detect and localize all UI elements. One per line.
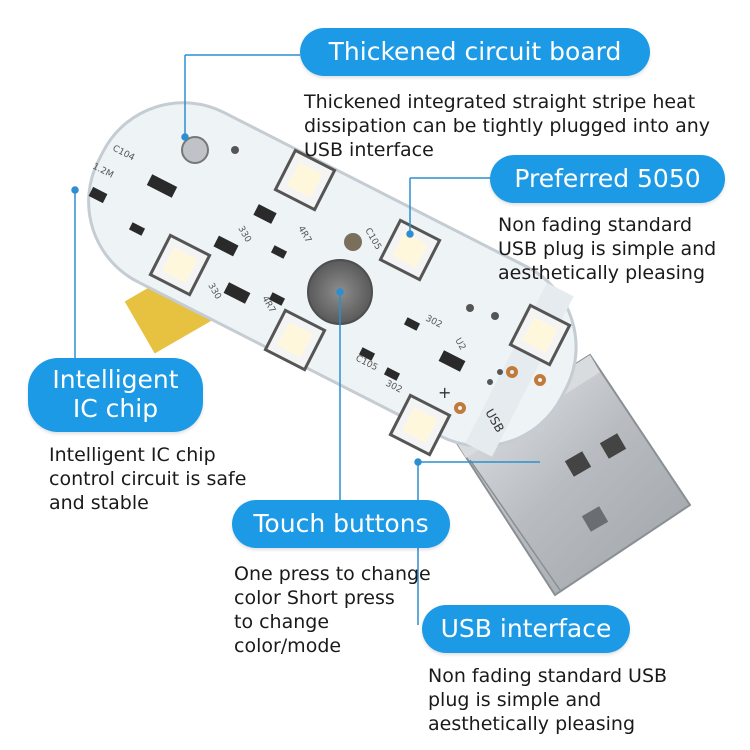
- microphone-icon: [181, 136, 209, 164]
- copper-pads: [454, 366, 546, 414]
- leader-lines: [71, 54, 540, 625]
- callout-usb-interface-title: USB interface: [422, 605, 630, 653]
- callout-touch-buttons-description: One press to change color Short press to…: [234, 563, 431, 657]
- callout-touch-buttons-title: Touch buttons: [232, 500, 450, 548]
- callout-usb-interface-description: Non fading standard USB plug is simple a…: [428, 665, 668, 735]
- callout-preferred-5050-title: Preferred 5050: [490, 155, 725, 203]
- callout-ic-chip-description: Intelligent IC chip control circuit is s…: [49, 444, 247, 514]
- callout-thickened-board-description: Thickened integrated straight stripe hea…: [304, 91, 711, 161]
- callout-ic-chip-title: Intelligent IC chip: [28, 358, 203, 432]
- led-5050-chips: [148, 148, 572, 457]
- capacitor-pad: [344, 233, 362, 251]
- callout-preferred-5050-description: Non fading standard USB plug is simple a…: [498, 214, 717, 284]
- callout-ic-chip-title-line2: IC chip: [72, 394, 159, 423]
- silkscreen-plus: +: [438, 383, 451, 402]
- smd-components: [88, 174, 466, 381]
- callout-thickened-board-title: Thickened circuit board: [300, 28, 650, 76]
- callout-ic-chip-title-line1: Intelligent: [52, 365, 179, 395]
- via-dots: [231, 146, 503, 385]
